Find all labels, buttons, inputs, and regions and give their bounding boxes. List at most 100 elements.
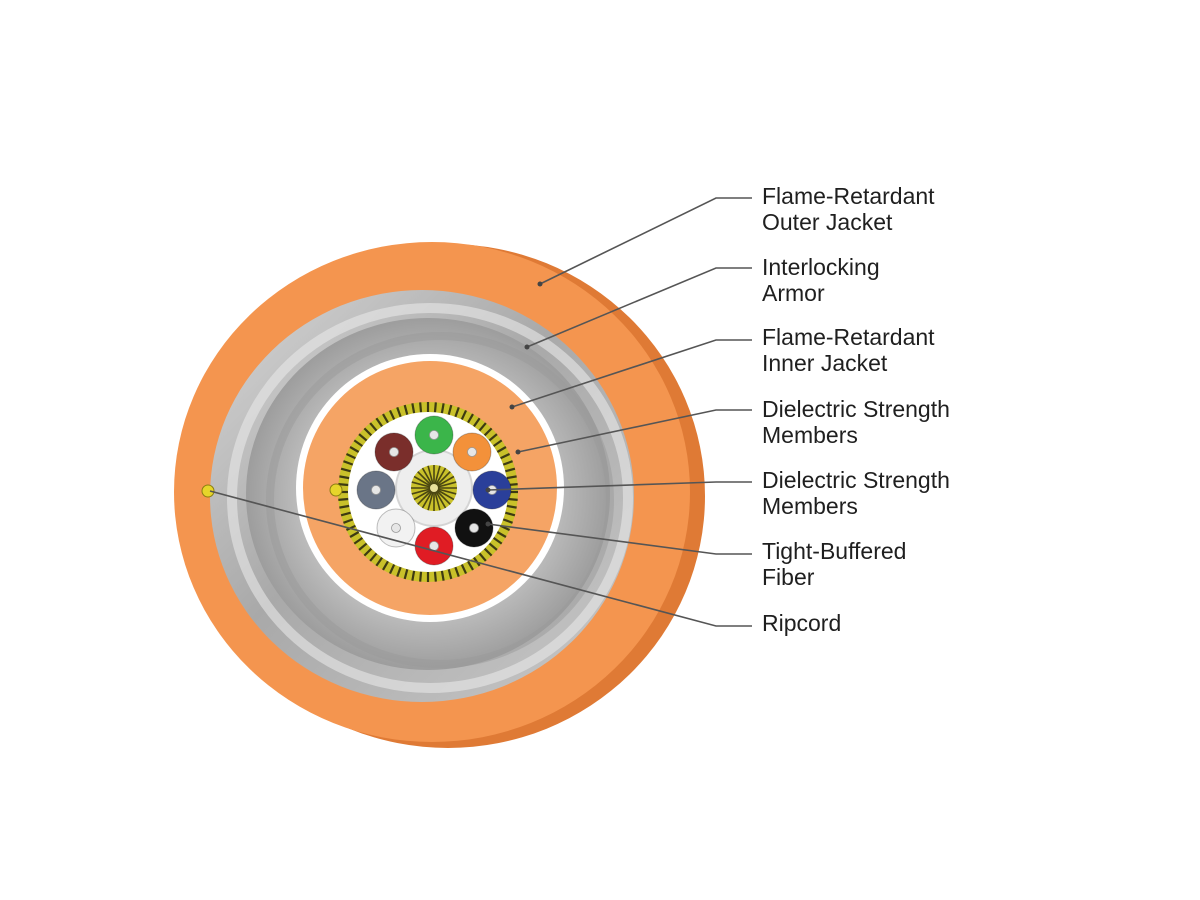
yarn-stripe (338, 497, 349, 501)
yarn-stripe (369, 422, 378, 432)
yarn-stripe (340, 467, 352, 473)
yarn-stripe (496, 446, 507, 453)
leader-tight-buffered-fiber (487, 523, 752, 555)
leader-strength-members-1 (517, 409, 752, 453)
yarn-stripe (396, 566, 402, 577)
label-interlocking-armor: Interlocking Armor (762, 254, 880, 306)
label-tight-buffered-fiber: Tight-Buffered Fiber (762, 538, 906, 590)
yarn-stripe (339, 504, 350, 509)
fiber-core-slate (371, 485, 381, 495)
yarn-stripe (488, 542, 498, 551)
yarn-stripe (358, 542, 368, 551)
yarn-stripe (339, 475, 350, 480)
yarn-stripe (478, 552, 487, 562)
yarn-stripe (483, 547, 493, 557)
yarn-stripe (353, 536, 364, 545)
central-member-yarn (411, 465, 457, 511)
label-outer-jacket: Flame-Retardant Outer Jacket (762, 183, 935, 235)
yarn-stripe (492, 439, 503, 448)
yarn-stripe (358, 433, 368, 442)
leader-ripcord (209, 490, 752, 627)
label-ripcord-line1: Ripcord (762, 610, 842, 636)
label-ripcord: Ripcord (762, 610, 841, 636)
ripcord-outer (201, 484, 215, 498)
yarn-stripe (369, 552, 378, 562)
yarn-stripe (483, 427, 493, 437)
yarn-stripe (349, 446, 360, 453)
yarn-stripe (433, 571, 437, 582)
leader-dots (485, 281, 543, 527)
label-interlocking-armor-line1: Interlocking (762, 254, 880, 280)
yarn-stripe (440, 570, 445, 581)
leader-strength-members-2 (487, 481, 752, 491)
yarn-stripe (353, 439, 364, 448)
label-inner-jacket-line2: Inner Jacket (762, 350, 888, 376)
yarn-stripe (478, 422, 487, 432)
fiber-core-brown (389, 447, 399, 457)
yarn-stripe (440, 403, 445, 414)
yarn-stripe (492, 536, 503, 545)
label-strength-members-2-line1: Dielectric Strength (762, 467, 950, 493)
yarn-stripe (375, 556, 384, 567)
yarn-stripe (496, 531, 507, 538)
label-outer-jacket-line1: Flame-Retardant (762, 183, 935, 209)
yarn-stripe (345, 452, 356, 460)
yarn-stripe (382, 560, 389, 571)
yarn-stripe (388, 564, 396, 575)
fiber-core-orange (467, 447, 477, 457)
yarn-stripe (467, 413, 474, 424)
yarn-stripe (411, 403, 416, 414)
fiber-core-black (469, 523, 479, 533)
yarn-stripe (388, 409, 396, 420)
yarn-stripe (460, 409, 468, 420)
yarn-stripe (504, 511, 516, 517)
leader-outer-jacket (539, 197, 752, 285)
label-outer-jacket-line2: Outer Jacket (762, 209, 893, 235)
leader-inner-jacket (511, 339, 752, 408)
fiber-core-white (391, 523, 401, 533)
ripcord-inner (329, 483, 343, 497)
yarn-stripe (349, 531, 360, 538)
armor-highlight (227, 303, 633, 693)
yarn-stripe (343, 518, 354, 524)
label-inner-jacket-line1: Flame-Retardant (762, 324, 935, 350)
yarn-stripe (419, 402, 423, 413)
yarn-stripe (382, 413, 389, 424)
yarn-stripe (454, 407, 460, 418)
label-strength-members-1: Dielectric Strength Members (762, 396, 950, 448)
armor-shadow (266, 332, 614, 668)
yarn-stripe (419, 571, 423, 582)
label-strength-members-2-line2: Members (762, 493, 858, 519)
label-strength-members-1-line1: Dielectric Strength (762, 396, 950, 422)
label-tight-buffered-fiber-line2: Fiber (762, 564, 815, 590)
yarn-stripe (338, 483, 349, 487)
yarn-stripe (504, 467, 516, 473)
label-strength-members-1-line2: Members (762, 422, 858, 448)
yarn-stripe (454, 566, 460, 577)
yarn-stripe (467, 560, 474, 571)
yarn-stripe (411, 570, 416, 581)
yarn-stripe (502, 460, 513, 466)
label-interlocking-armor-line2: Armor (762, 280, 825, 306)
label-tight-buffered-fiber-line1: Tight-Buffered (762, 538, 907, 564)
yarn-stripe (488, 433, 498, 442)
yarn-stripe (396, 407, 402, 418)
yarn-stripe (363, 547, 373, 557)
leader-lines (209, 197, 752, 627)
yarn-stripe (447, 568, 453, 580)
central-member-core (430, 484, 438, 492)
yarn-stripe (343, 460, 354, 466)
yarn-stripe (460, 564, 468, 575)
yarn-stripe (506, 504, 517, 509)
yarn-stripe (502, 518, 513, 524)
yarn-stripe (403, 568, 409, 580)
label-strength-members-2: Dielectric Strength Members (762, 467, 950, 519)
yarn-stripe (433, 402, 437, 413)
fiber-core-green (429, 430, 439, 440)
strength-member-yarn (338, 402, 518, 582)
label-inner-jacket: Flame-Retardant Inner Jacket (762, 324, 935, 376)
yarn-stripe (375, 417, 384, 428)
leader-interlocking-armor (526, 267, 752, 348)
yarn-stripe (403, 404, 409, 416)
